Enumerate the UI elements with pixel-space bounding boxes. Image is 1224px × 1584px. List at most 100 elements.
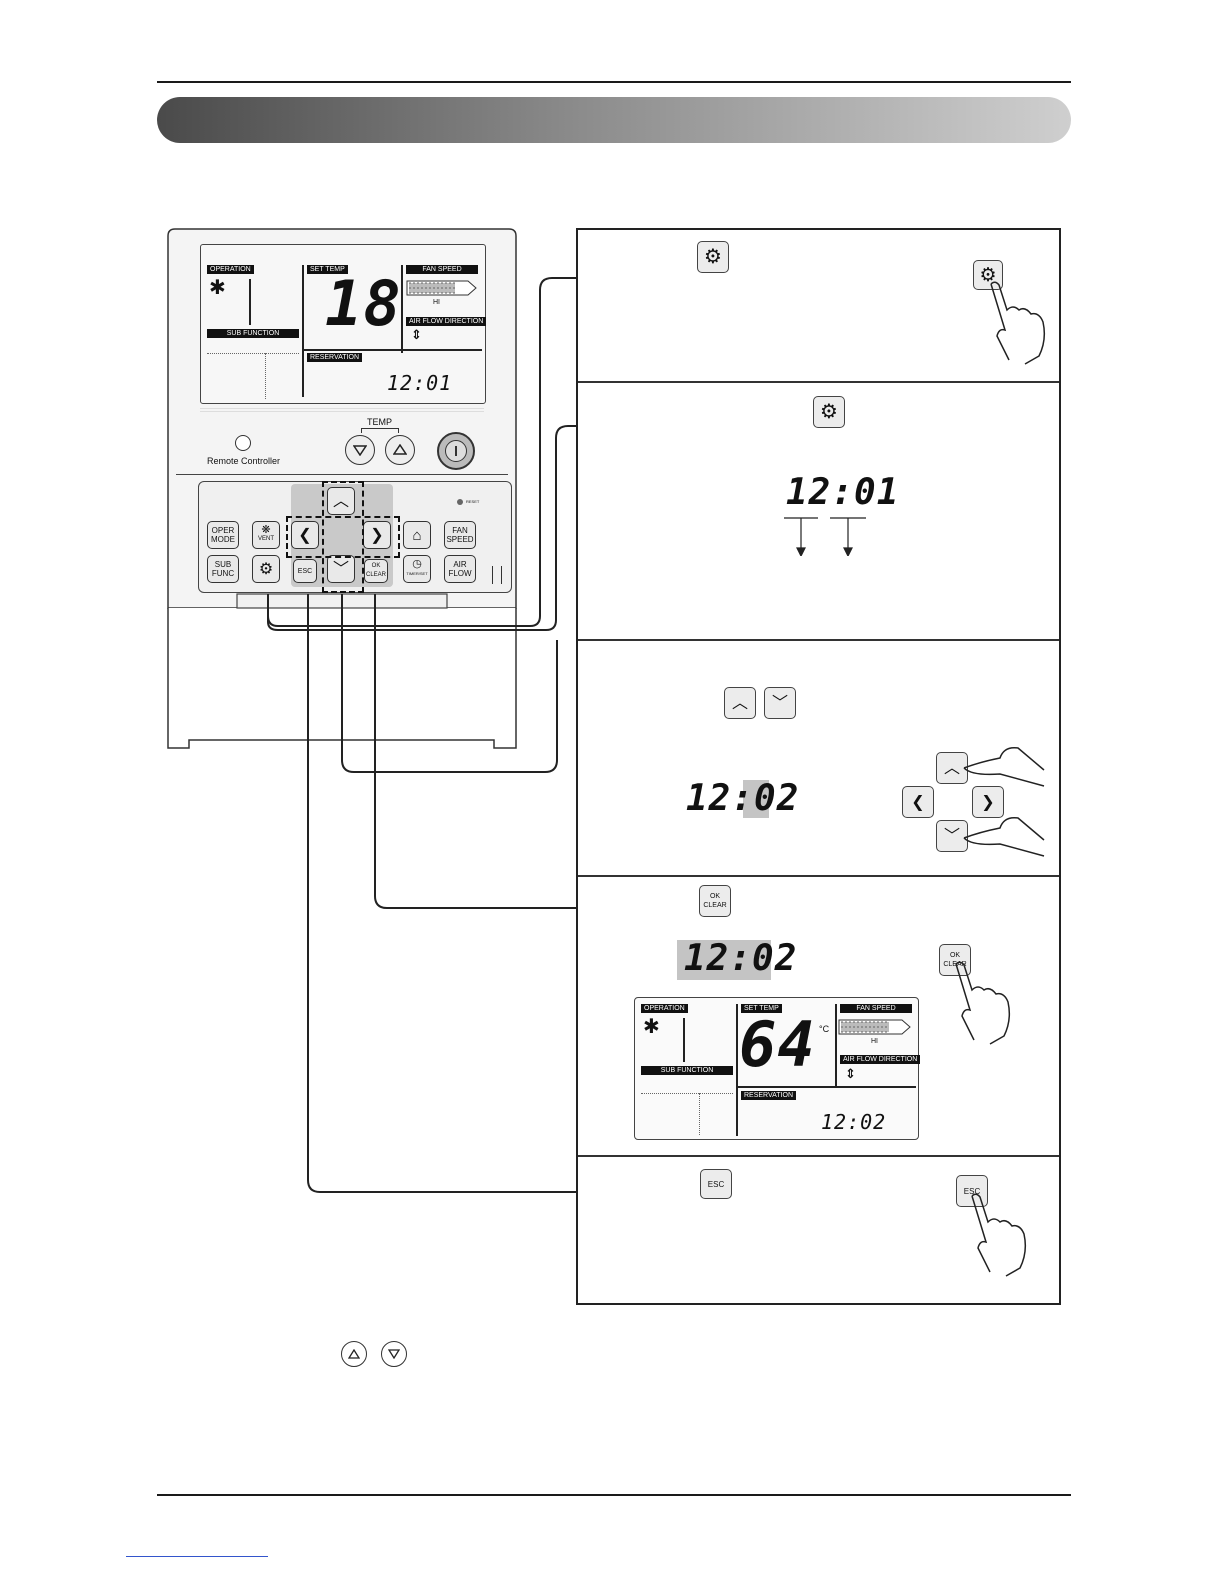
- step3-down-press[interactable]: ﹀: [936, 820, 968, 852]
- lcd-dotted-line: [699, 1093, 700, 1135]
- lcd-reservation-tag: RESERVATION: [307, 353, 363, 362]
- lcd-operation-divider: [249, 279, 251, 325]
- arrow-down-icon: ﹀: [332, 560, 349, 578]
- lcd-airflow-tag: AIR FLOW DIRECTION: [406, 317, 487, 326]
- gear-icon: ⚙: [979, 264, 997, 286]
- step4-clock-highlight: [677, 940, 771, 980]
- temp-up-icon: [393, 444, 407, 455]
- settings-button[interactable]: ⚙: [252, 555, 280, 583]
- gear-icon: ⚙: [704, 245, 722, 268]
- step1-gear-key[interactable]: ⚙: [697, 241, 729, 273]
- lcd-clock: 12:01: [387, 371, 453, 395]
- lcd-horizontal-divider: [736, 1086, 916, 1088]
- air-flow-button[interactable]: AIR FLOW: [444, 555, 476, 583]
- timer-set-label: TIMER/SET: [406, 571, 428, 576]
- home-icon: ⌂: [412, 526, 422, 544]
- lcd-set-temp-tag: SET TEMP: [307, 265, 348, 274]
- lcd-operation-tag: OPERATION: [207, 265, 254, 274]
- remote-controller: OPERATION ✱ SUB FUNCTION SET TEMP 18 °C …: [167, 228, 517, 749]
- fan-speed-button[interactable]: FAN SPEED: [444, 521, 476, 549]
- note-temp-up-icon: [341, 1341, 367, 1367]
- vent-button[interactable]: ❋ VENT: [252, 521, 280, 549]
- arrow-right-icon: ❯: [370, 526, 384, 544]
- step2-gear-key[interactable]: ⚙: [813, 396, 845, 428]
- step3-digit-highlight: [743, 780, 769, 818]
- step4-clock: 12:02: [684, 938, 798, 979]
- step5-esc-key[interactable]: ESC: [700, 1169, 732, 1199]
- airflow-arrow-icon: ⇕: [411, 327, 422, 342]
- remote-grill: [200, 408, 484, 418]
- snowflake-icon: ✱: [643, 1016, 660, 1038]
- left-button[interactable]: ❮: [291, 521, 319, 549]
- clock-icon: ◷: [412, 558, 422, 570]
- lcd-operation-tag: OPERATION: [641, 1004, 688, 1013]
- arrow-down-icon: ﹀: [943, 827, 960, 845]
- side-slot: [492, 566, 502, 584]
- step4-lcd: OPERATION ✱ SUB FUNCTION SET TEMP 64 °C …: [634, 997, 921, 1140]
- digit-arrows: [784, 517, 866, 556]
- reset-dot: [457, 499, 463, 505]
- lcd-temp-unit: °C: [386, 283, 397, 293]
- temp-down-button[interactable]: [345, 435, 375, 465]
- lcd-fan-level: HI: [433, 299, 440, 306]
- lcd-set-temp-tag: SET TEMP: [741, 1004, 782, 1013]
- step4-ok-key[interactable]: OK CLEAR: [699, 885, 731, 917]
- hand-pointer-icon: [971, 1193, 1027, 1277]
- vent-icon: ❋: [261, 524, 271, 536]
- reset-label: RESET: [466, 499, 480, 504]
- gear-icon: ⚙: [820, 400, 838, 423]
- down-button[interactable]: ﹀: [327, 555, 355, 583]
- lcd-temperature: 18: [325, 267, 402, 340]
- lcd-column-divider: [736, 1004, 738, 1136]
- lcd-sub-function-tag: SUB FUNCTION: [641, 1066, 733, 1075]
- lcd-airflow-tag: AIR FLOW DIRECTION: [840, 1055, 921, 1064]
- ok-clear-button[interactable]: OK CLEAR: [364, 559, 388, 583]
- right-button[interactable]: ❯: [363, 521, 391, 549]
- temp-label: TEMP: [367, 417, 393, 427]
- power-button[interactable]: [437, 432, 475, 470]
- status-led: [235, 435, 251, 451]
- lcd-fan-speed-tag: FAN SPEED: [406, 265, 478, 274]
- lcd-dotted-line: [641, 1093, 733, 1094]
- remote-controller-label: Remote Controller: [207, 456, 281, 466]
- footer-link-underline[interactable]: [126, 1556, 268, 1557]
- temp-down-icon: [353, 445, 367, 456]
- step-divider: [578, 381, 1059, 383]
- arrow-left-icon: ❮: [911, 793, 925, 811]
- step3-up-key[interactable]: ︿: [724, 687, 756, 719]
- up-button[interactable]: ︿: [327, 487, 355, 515]
- esc-button[interactable]: ESC: [293, 559, 317, 583]
- timer-set-button[interactable]: ◷ TIMER/SET: [403, 555, 431, 583]
- snowflake-icon: ✱: [209, 277, 226, 299]
- step3-left-press[interactable]: ❮: [902, 786, 934, 818]
- lcd-temperature: 64: [739, 1008, 816, 1081]
- vent-label: VENT: [257, 536, 274, 542]
- lcd-column-divider: [302, 265, 304, 397]
- lcd-reservation-tag: RESERVATION: [741, 1091, 797, 1100]
- step3-up-press[interactable]: ︿: [936, 752, 968, 784]
- sub-func-button[interactable]: SUB FUNC: [207, 555, 239, 583]
- step3-right-press[interactable]: ❯: [972, 786, 1004, 818]
- lcd-horizontal-divider: [302, 349, 482, 351]
- fan-speed-bar-icon: [406, 280, 477, 296]
- step-divider: [578, 875, 1059, 877]
- oper-mode-button[interactable]: OPER MODE: [207, 521, 239, 549]
- hand-pointer-icon: [963, 746, 1045, 857]
- arrow-up-icon: ︿: [943, 759, 960, 777]
- home-button[interactable]: ⌂: [403, 521, 431, 549]
- step2-clock: 12:01: [786, 472, 900, 513]
- dashed-highlight: [286, 516, 400, 558]
- airflow-arrow-icon: ⇕: [845, 1066, 856, 1081]
- lcd-operation-divider: [683, 1018, 685, 1062]
- step3-down-key[interactable]: ﹀: [764, 687, 796, 719]
- lcd-sub-function-tag: SUB FUNCTION: [207, 329, 299, 338]
- lcd-temp-unit: °C: [819, 1024, 830, 1034]
- step1-gear-press[interactable]: ⚙: [973, 260, 1003, 290]
- temp-up-button[interactable]: [385, 435, 415, 465]
- top-rule: [157, 81, 1071, 83]
- step5-esc-press[interactable]: ESC: [956, 1175, 988, 1207]
- lcd-clock: 12:02: [821, 1110, 887, 1134]
- arrow-left-icon: ❮: [298, 526, 312, 544]
- section-banner: [157, 97, 1071, 143]
- fan-speed-bar-icon: [838, 1019, 911, 1035]
